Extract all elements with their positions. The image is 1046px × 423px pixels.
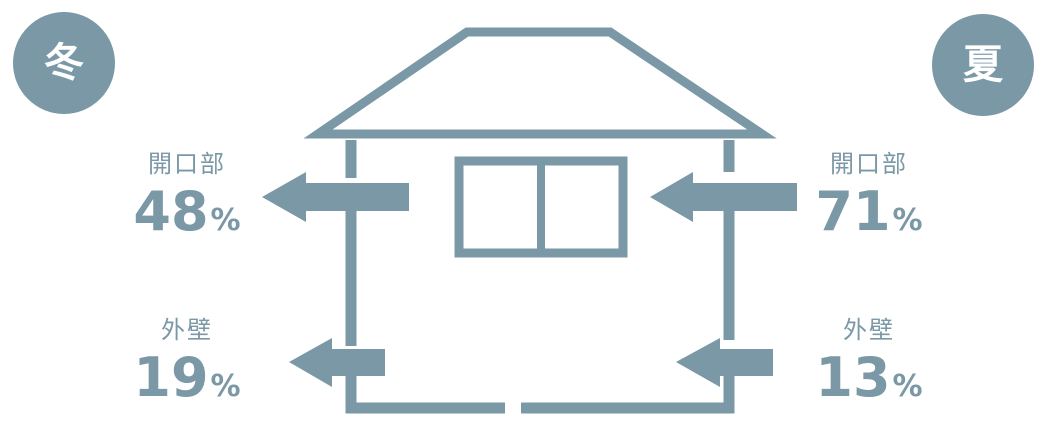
winter-opening-value-line: 48% xyxy=(107,182,267,251)
summer-opening-stat: 開口部 71% xyxy=(789,150,949,251)
summer-wall-value-line: 13% xyxy=(789,348,949,417)
winter-badge: 冬 xyxy=(13,12,115,114)
winter-opening-stat: 開口部 48% xyxy=(107,150,267,251)
summer-opening-label: 開口部 xyxy=(830,150,908,178)
summer-opening-unit: % xyxy=(892,203,923,238)
arrow-left-icon xyxy=(650,172,797,222)
summer-wall-label: 外壁 xyxy=(843,316,895,344)
winter-wall-label: 外壁 xyxy=(161,316,213,344)
winter-wall-unit: % xyxy=(210,369,241,404)
winter-opening-label: 開口部 xyxy=(148,150,226,178)
arrow-left-icon xyxy=(676,338,773,387)
winter-opening-unit: % xyxy=(210,203,241,238)
summer-opening-value-line: 71% xyxy=(789,182,949,251)
winter-opening-value: 48 xyxy=(133,180,209,243)
summer-wall-unit: % xyxy=(892,369,923,404)
winter-wall-stat: 外壁 19% xyxy=(107,316,267,417)
summer-wall-value: 13 xyxy=(815,346,891,409)
winter-wall-value: 19 xyxy=(133,346,209,409)
winter-badge-label: 冬 xyxy=(44,40,84,86)
summer-badge-label: 夏 xyxy=(963,42,1003,88)
summer-wall-stat: 外壁 13% xyxy=(789,316,949,417)
roof xyxy=(303,27,777,139)
arrow-left-icon xyxy=(289,338,385,387)
winter-wall-value-line: 19% xyxy=(107,348,267,417)
arrow-left-icon xyxy=(262,172,409,222)
summer-badge: 夏 xyxy=(932,14,1034,116)
summer-opening-value: 71 xyxy=(815,180,891,243)
wall-outline xyxy=(345,140,735,414)
